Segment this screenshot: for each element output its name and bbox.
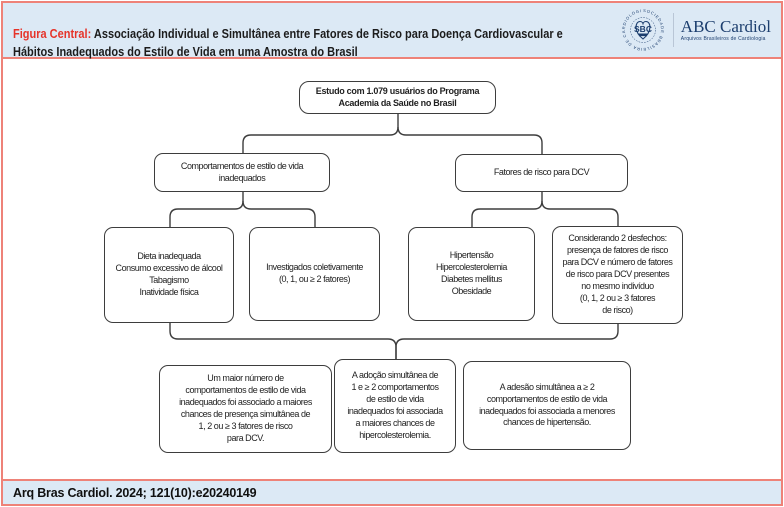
connector-merge-right [395, 324, 619, 359]
abc-cardiol-logo: ABC Cardiol Arquivos Brasileiros de Card… [680, 16, 775, 43]
box-behavior-list: Dieta inadequada Consumo excessivo de ál… [104, 227, 234, 323]
connector-risk-right [541, 200, 619, 226]
footer: Arq Bras Cardiol. 2024; 121(10):e2024014… [3, 479, 781, 504]
box-lifestyle-behaviors: Comportamentos de estilo de vida inadequ… [154, 153, 330, 192]
figure-title-label: Figura Central: [13, 27, 92, 42]
abc-cardiol-subtitle: Arquivos Brasileiros de Cardiologia [680, 36, 766, 43]
header: Figura Central: Associação Individual e … [3, 3, 781, 59]
connector-root-left [242, 126, 399, 153]
sbc-heart-icon [635, 20, 651, 40]
box-study: Estudo com 1.079 usuários do Programa Ac… [299, 81, 496, 114]
sbc-acronym-text: SBC [634, 24, 652, 34]
box-collective-investigation: Investigados coletivamente (0, 1, ou ≥ 2… [249, 227, 380, 321]
sbc-banner-shape [638, 33, 647, 37]
sbc-logo-icon: SOCIEDADE BRASILEIRA DE CARDIOLOGIA SBC [620, 7, 664, 52]
connector-behaviors-right [242, 200, 316, 227]
connector-merge-left [169, 323, 397, 359]
connector-behaviors-left [169, 200, 244, 227]
box-result-dcv-risk: Um maior número de comportamentos de est… [159, 365, 332, 453]
figure-title: Figura Central: Associação Individual e … [13, 9, 629, 61]
box-risk-factors: Fatores de risco para DCV [455, 154, 628, 192]
figure-title-text: Associação Individual e Simultânea entre… [13, 27, 563, 59]
box-outcomes: Considerando 2 desfechos: presença de fa… [552, 226, 683, 324]
connector-risk-left [471, 200, 543, 227]
box-risk-list: Hipertensão Hipercolesterolemia Diabetes… [408, 227, 535, 321]
box-result-hypertension: A adesão simultânea a ≥ 2 comportamentos… [463, 361, 631, 450]
connector-root-right [397, 126, 543, 154]
abc-cardiol-title: ABC Cardiol [680, 16, 771, 36]
citation-text: Arq Bras Cardiol. 2024; 121(10):e2024014… [13, 485, 257, 500]
sbc-ring-circle [630, 17, 656, 43]
box-result-hypercholesterolemia: A adoção simultânea de 1 e ≥ 2 comportam… [334, 359, 456, 453]
logo-divider [672, 13, 674, 47]
logo-group: SOCIEDADE BRASILEIRA DE CARDIOLOGIA SBC … [620, 7, 775, 53]
